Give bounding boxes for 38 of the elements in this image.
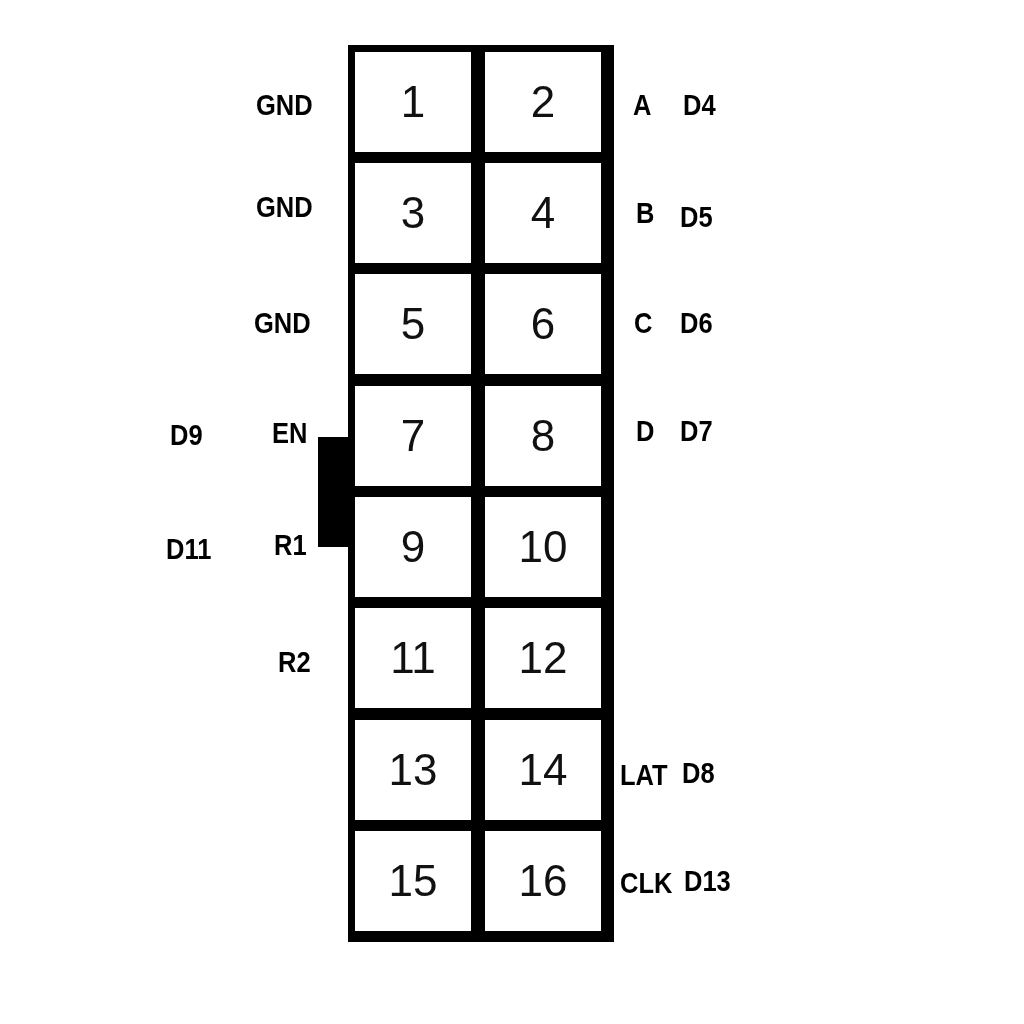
- pin-cell: 12: [485, 608, 601, 708]
- pin-cell: 8: [485, 386, 601, 486]
- signal-name: A: [633, 88, 652, 122]
- signal-name: D11: [166, 532, 212, 566]
- pin-cell: 7: [355, 386, 471, 486]
- signal-name: LAT: [620, 758, 668, 792]
- signal-name: GND: [254, 306, 311, 340]
- signal-name: CLK: [620, 866, 673, 900]
- pin-cell: 15: [355, 831, 471, 931]
- pin-cell: 16: [485, 831, 601, 931]
- signal-name: R1: [274, 528, 307, 562]
- pin-header-frame: [348, 45, 614, 942]
- signal-name: EN: [272, 416, 308, 450]
- pin-cell: 2: [485, 52, 601, 152]
- pin-cell: 4: [485, 163, 601, 263]
- pin-cell: 13: [355, 720, 471, 820]
- signal-name: D: [636, 414, 655, 448]
- pin-cell: 1: [355, 52, 471, 152]
- signal-name: D6: [680, 306, 713, 340]
- signal-name: D5: [680, 200, 713, 234]
- signal-name: D13: [684, 864, 731, 898]
- pin-cell: 14: [485, 720, 601, 820]
- key-notch: [318, 437, 348, 547]
- signal-name: D9: [170, 418, 203, 452]
- pin-cell: 5: [355, 274, 471, 374]
- signal-name: D4: [683, 88, 716, 122]
- pin-cell: 3: [355, 163, 471, 263]
- pin-cell: 11: [355, 608, 471, 708]
- pin-cell: 6: [485, 274, 601, 374]
- signal-name: GND: [256, 190, 313, 224]
- pin-cell: 9: [355, 497, 471, 597]
- signal-name: D7: [680, 414, 713, 448]
- signal-name: R2: [278, 645, 311, 679]
- signal-name: B: [636, 196, 655, 230]
- signal-name: GND: [256, 88, 313, 122]
- signal-name: D8: [682, 756, 715, 790]
- pin-cell: 10: [485, 497, 601, 597]
- signal-name: C: [634, 306, 653, 340]
